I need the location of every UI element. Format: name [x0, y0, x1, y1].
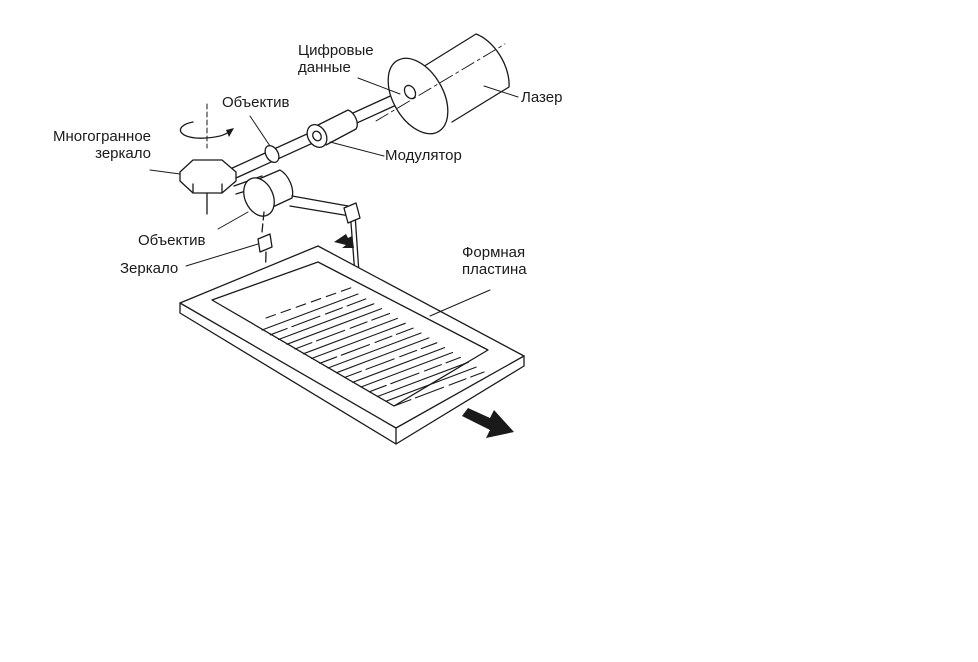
printing-plate	[179, 245, 525, 445]
mirror	[257, 202, 361, 331]
scan-line	[286, 308, 383, 345]
scan-line	[385, 366, 477, 402]
scan-line	[310, 322, 406, 360]
scan-line	[269, 298, 367, 336]
scan-line	[319, 327, 414, 364]
scan-line	[327, 332, 422, 369]
scan-line	[261, 293, 359, 331]
scan-direction-arrow	[334, 234, 354, 248]
scan-line	[302, 317, 398, 355]
polygon-mirror	[179, 103, 237, 215]
label-printing-plate: Формная пластина	[462, 244, 527, 278]
scan-line	[277, 303, 375, 341]
scan-line	[294, 312, 391, 350]
scan-line	[335, 337, 430, 374]
leader-lines	[149, 77, 519, 317]
label-mirror: Зеркало	[120, 260, 179, 277]
lens-top	[264, 144, 280, 164]
label-polygon-mirror: Многогранное зеркало	[53, 128, 152, 162]
scan-line	[368, 356, 461, 393]
label-laser: Лазер	[521, 89, 563, 106]
scan-line-current	[265, 285, 357, 319]
scan-line	[352, 347, 446, 383]
modulator	[306, 109, 358, 148]
scan-line	[343, 342, 438, 379]
lens-bottom	[243, 169, 294, 217]
scan-line	[376, 361, 469, 398]
laser	[375, 33, 510, 135]
label-lens-bottom: Объектив	[138, 232, 206, 249]
label-digital-data: Цифровые данные	[298, 42, 374, 76]
scan-lines	[261, 285, 485, 407]
scan-line	[360, 351, 454, 388]
rotation-arrow-head	[226, 128, 234, 137]
label-modulator: Модулятор	[385, 147, 462, 164]
plate-movement-arrow	[462, 408, 514, 438]
label-lens-top: Объектив	[222, 94, 290, 111]
scan-line	[393, 371, 485, 407]
